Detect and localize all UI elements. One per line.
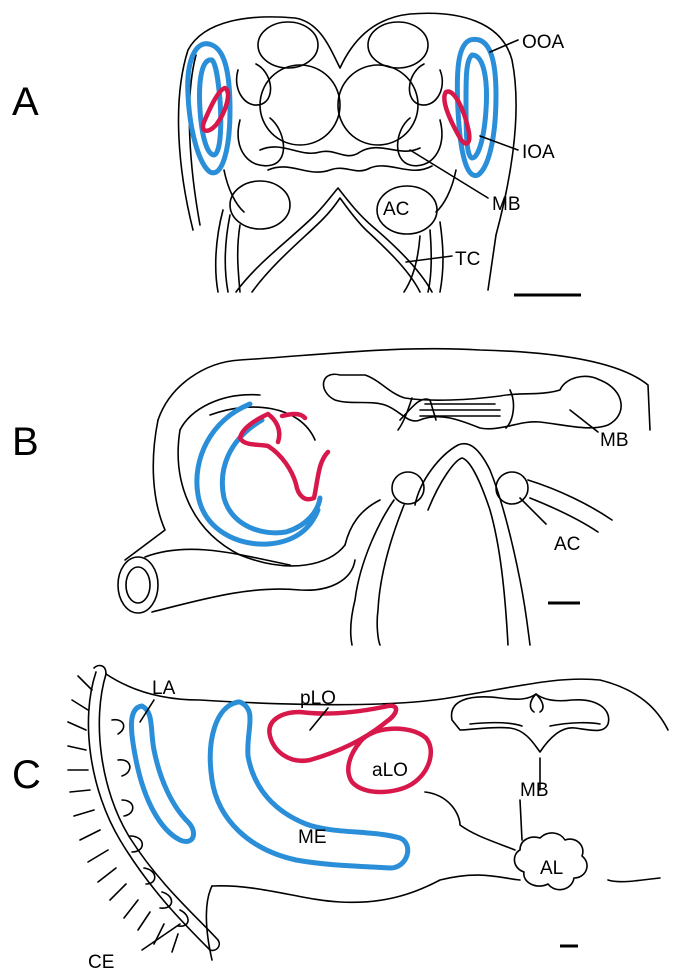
panel-b-label-mb: MB — [600, 430, 629, 451]
panel-a-label-ooa: OOA — [522, 32, 565, 53]
panel-a-inner-optic-anlage — [203, 88, 469, 143]
panel-c-label-al: AL — [540, 858, 563, 879]
panel-c-label-la: LA — [152, 678, 176, 699]
panel-a-ioa-left — [203, 88, 228, 131]
panel-c-label-mb: MB — [520, 780, 549, 801]
panel-a-label-tc: TC — [455, 249, 480, 270]
panel-c: C — [12, 666, 668, 971]
panel-c-letter: C — [12, 753, 41, 797]
panel-b-letter: B — [12, 420, 39, 464]
panel-b: B — [12, 349, 650, 645]
panel-b-blue-layer — [197, 404, 320, 544]
panel-c-label-alo: aLO — [372, 760, 408, 781]
panel-a-label-mb: MB — [492, 194, 521, 215]
panel-c-label-plo: pLO — [300, 688, 336, 709]
panel-a: A — [12, 13, 581, 295]
panel-b-label-ac: AC — [554, 534, 580, 555]
panel-c-label-ce: CE — [88, 952, 114, 971]
panel-c-la — [131, 706, 193, 841]
panel-a-label-ac: AC — [383, 199, 409, 220]
panel-c-label-me: ME — [298, 827, 327, 848]
panel-a-letter: A — [12, 80, 39, 124]
panel-a-label-ioa: IOA — [522, 142, 555, 163]
